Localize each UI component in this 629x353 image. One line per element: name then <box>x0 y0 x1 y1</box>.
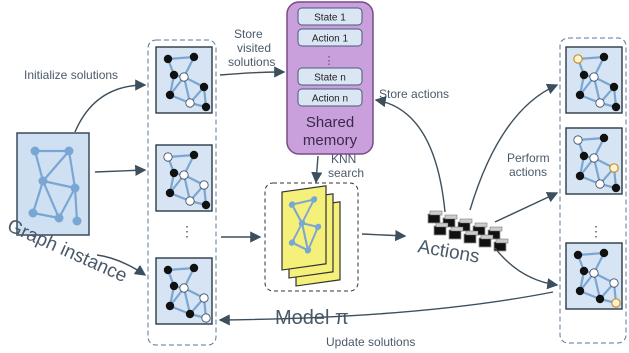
store-actions-label: Store actions <box>379 87 449 101</box>
memory-cell-4: Action n <box>297 88 363 107</box>
updated-solutions-container <box>559 37 627 344</box>
left-ellipsis: ⋮ <box>180 223 194 239</box>
memory-cell-3: State n <box>297 67 363 86</box>
solution-tile-1 <box>155 46 213 114</box>
perform-line1: Perform <box>507 151 550 165</box>
graph-instance-icon <box>16 132 90 236</box>
memory-title-line2: memory <box>303 132 358 149</box>
perform-line2: actions <box>509 165 547 179</box>
memory-dots: ⋮ <box>324 55 335 67</box>
update-label: Update solutions <box>326 335 415 349</box>
initialize-label: Initialize solutions <box>24 68 118 82</box>
svg-text:Action 1: Action 1 <box>312 34 349 45</box>
knn-line2: search <box>328 166 364 180</box>
solutions-container <box>147 39 217 346</box>
model-sheet-3 <box>281 185 327 271</box>
memory-title-line1: Shared <box>306 114 354 131</box>
model-pi <box>264 182 359 292</box>
svg-text:State 1: State 1 <box>314 13 346 24</box>
memory-cell-1: State 1 <box>297 7 363 26</box>
svg-text:State n: State n <box>314 73 346 84</box>
updated-tile-1 <box>565 46 623 114</box>
updated-tile-2 <box>565 127 623 195</box>
store-visited-line2: visited <box>237 41 271 55</box>
actions-icon <box>427 210 509 252</box>
knn-line1: KNN <box>331 152 356 166</box>
store-visited-line1: Store <box>234 27 263 41</box>
store-visited-line3: solutions <box>228 55 275 69</box>
updated-tile-3 <box>565 242 623 310</box>
svg-text:Action n: Action n <box>312 94 348 105</box>
solution-tile-2 <box>155 144 213 212</box>
right-ellipsis: ⋮ <box>589 223 603 239</box>
solution-tile-3 <box>155 257 213 325</box>
memory-cell-2: Action 1 <box>297 28 363 47</box>
